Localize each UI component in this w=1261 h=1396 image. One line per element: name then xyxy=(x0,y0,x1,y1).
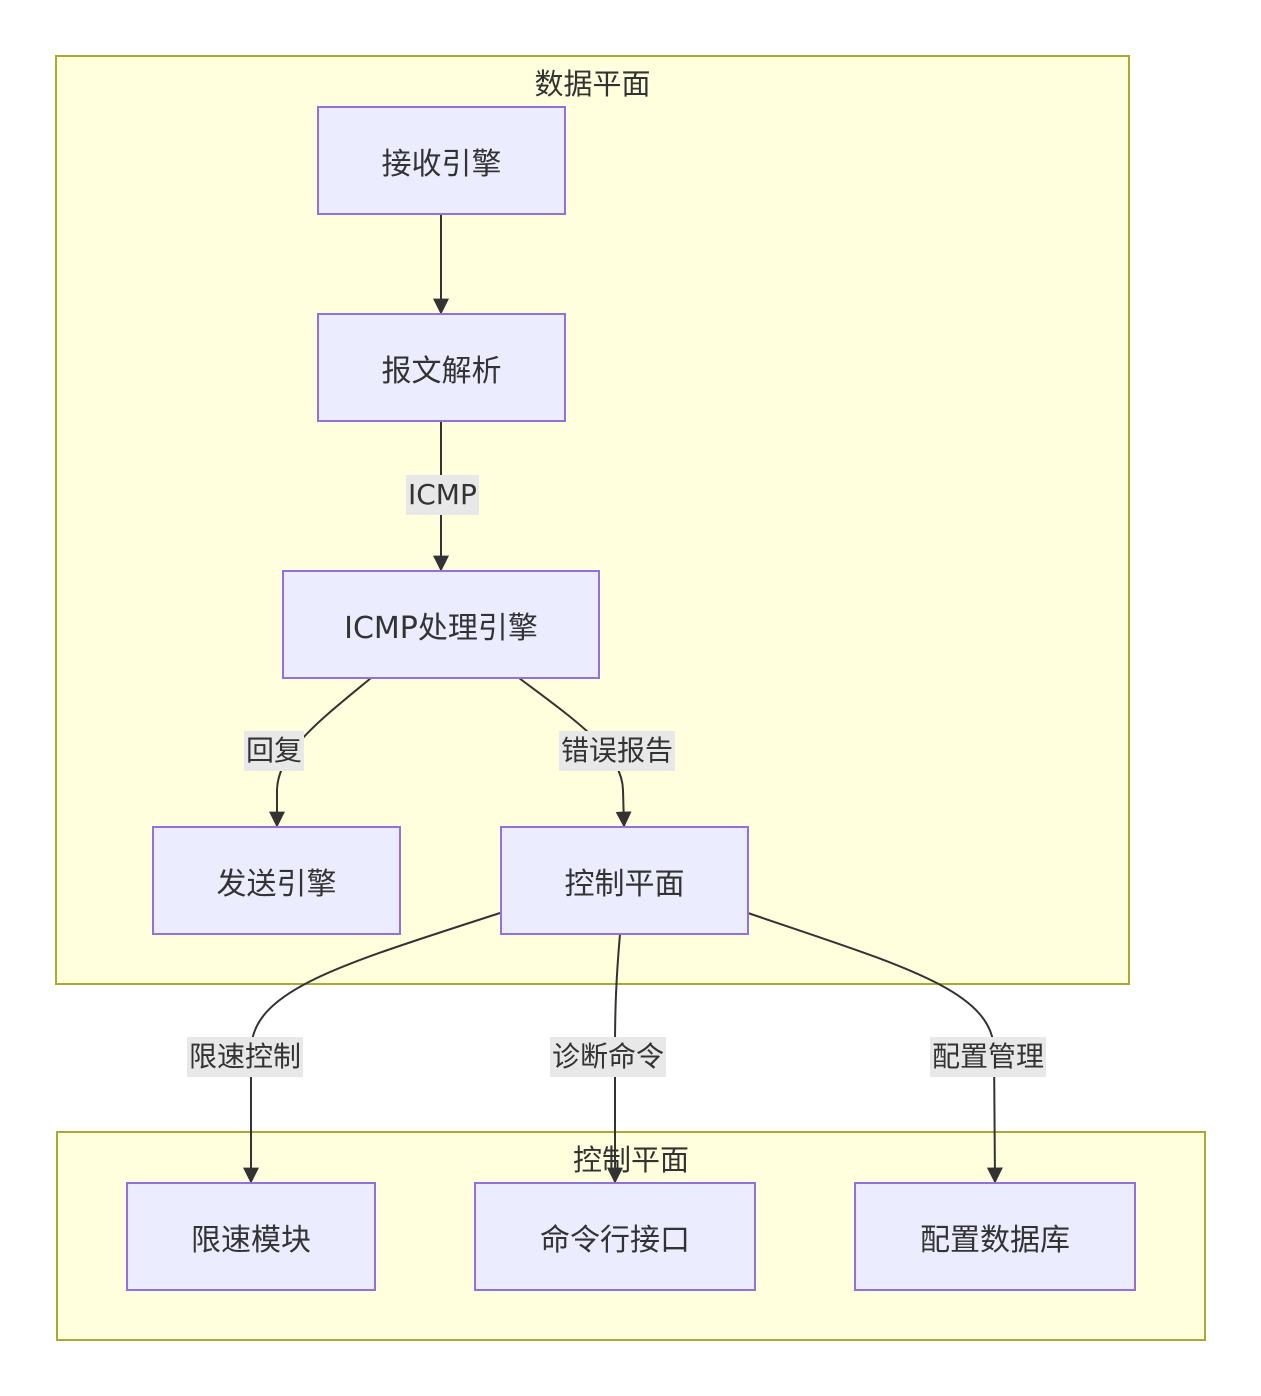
node-config-database: 配置数据库 xyxy=(854,1182,1136,1291)
edge-ctrl-cfgdb xyxy=(747,912,1003,1184)
node-control-plane: 控制平面 xyxy=(500,826,749,935)
edge-label-reply: 回复 xyxy=(244,731,305,771)
edge-label-icmp: ICMP xyxy=(406,475,479,515)
edge-label-error-report: 错误报告 xyxy=(559,731,676,771)
control-plane-title: 控制平面 xyxy=(572,1143,689,1177)
data-plane-title: 数据平面 xyxy=(534,67,651,101)
node-icmp-engine: ICMP处理引擎 xyxy=(282,570,600,679)
node-packet-parsing: 报文解析 xyxy=(317,313,566,422)
edge-ctrl-rate xyxy=(243,912,501,1184)
edge-label-rate-control: 限速控制 xyxy=(187,1037,304,1077)
node-rate-limit-module: 限速模块 xyxy=(126,1182,376,1291)
node-receive-engine: 接收引擎 xyxy=(317,106,566,215)
edge-label-config-management: 配置管理 xyxy=(930,1037,1047,1077)
node-cli: 命令行接口 xyxy=(474,1182,756,1291)
edge-label-diagnostic-command: 诊断命令 xyxy=(550,1037,667,1077)
node-send-engine: 发送引擎 xyxy=(152,826,401,935)
